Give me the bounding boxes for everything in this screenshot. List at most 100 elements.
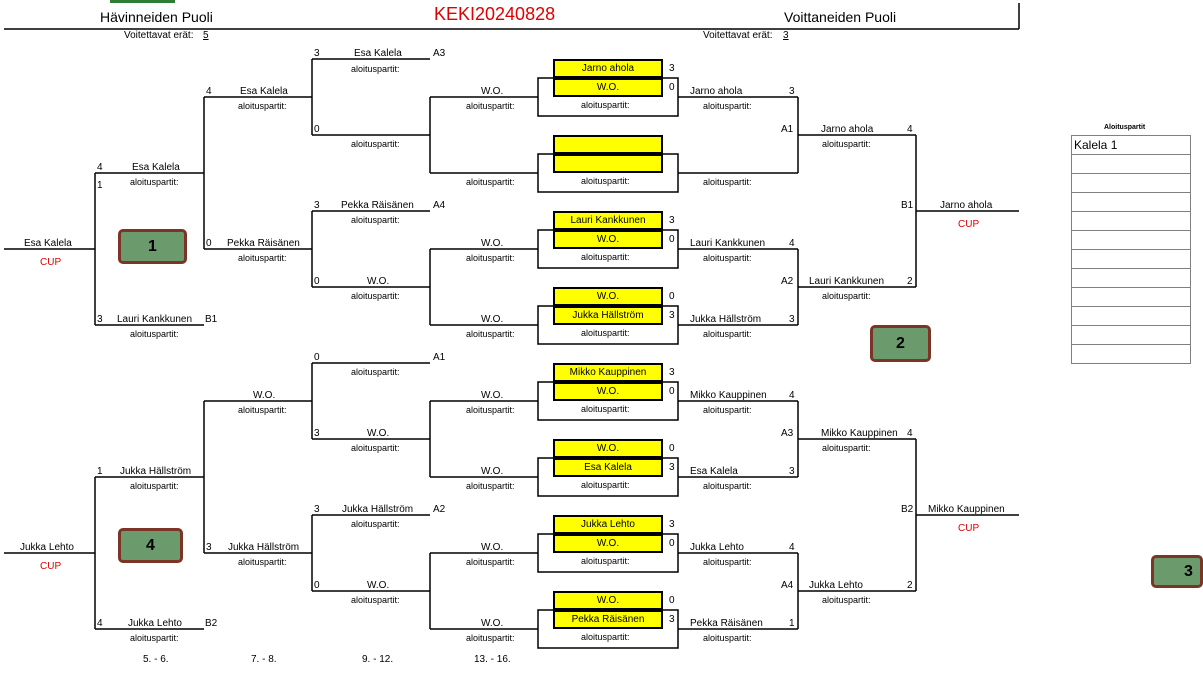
- score[interactable]: 0: [314, 352, 320, 363]
- score[interactable]: 3: [314, 504, 320, 515]
- player-name[interactable]: Jukka Hällström: [342, 504, 414, 515]
- player-name[interactable]: Jukka Hällström: [690, 314, 762, 325]
- match-player-slot[interactable]: Esa Kalela: [553, 458, 663, 477]
- match-player-slot[interactable]: Jukka Lehto: [553, 515, 663, 534]
- player-name[interactable]: W.O.: [367, 276, 390, 287]
- side-panel-row[interactable]: [1072, 288, 1190, 307]
- score[interactable]: 3: [314, 48, 320, 59]
- side-panel-row[interactable]: [1072, 193, 1190, 212]
- match-score[interactable]: 3: [669, 519, 675, 530]
- side-panel-row[interactable]: [1072, 345, 1190, 364]
- side-panel-row[interactable]: [1072, 269, 1190, 288]
- match-player-slot[interactable]: W.O.: [553, 287, 663, 306]
- score[interactable]: 0: [314, 124, 320, 135]
- player-name[interactable]: W.O.: [481, 618, 504, 629]
- losers-to-win-value[interactable]: 5: [203, 30, 209, 41]
- player-name[interactable]: Jukka Lehto: [128, 618, 182, 629]
- score[interactable]: 0: [314, 580, 320, 591]
- losers-final-top-name[interactable]: Esa Kalela: [24, 238, 72, 249]
- score[interactable]: 2: [907, 276, 913, 287]
- winners-to-win-value[interactable]: 3: [783, 30, 789, 41]
- player-name[interactable]: Jukka Lehto: [809, 580, 863, 591]
- match-player-slot[interactable]: Lauri Kankkunen: [553, 211, 663, 230]
- player-name[interactable]: Jarno ahola: [821, 124, 874, 135]
- player-name[interactable]: W.O.: [481, 314, 504, 325]
- match-score[interactable]: 0: [669, 595, 675, 606]
- table-badge-4[interactable]: 4: [118, 528, 183, 563]
- player-name[interactable]: Jarno ahola: [690, 86, 743, 97]
- match-player-slot[interactable]: W.O.: [553, 534, 663, 553]
- score[interactable]: 1: [97, 466, 103, 477]
- player-name[interactable]: Esa Kalela: [354, 48, 402, 59]
- match-score[interactable]: 0: [669, 443, 675, 454]
- table-badge-2[interactable]: 2: [870, 325, 931, 362]
- side-panel-row[interactable]: [1072, 250, 1190, 269]
- losers-final-bottom-name[interactable]: Jukka Lehto: [20, 542, 74, 553]
- player-name[interactable]: Esa Kalela: [132, 162, 180, 173]
- match-player-slot[interactable]: W.O.: [553, 591, 663, 610]
- table-badge-3[interactable]: 3: [1151, 555, 1203, 588]
- score[interactable]: 0: [206, 238, 212, 249]
- match-score[interactable]: 3: [669, 462, 675, 473]
- score[interactable]: 4: [907, 428, 913, 439]
- match-score[interactable]: 3: [669, 367, 675, 378]
- winners-final-bottom-name[interactable]: Mikko Kauppinen: [928, 504, 1005, 515]
- player-name[interactable]: W.O.: [481, 466, 504, 477]
- match-player-slot[interactable]: W.O.: [553, 439, 663, 458]
- match-score[interactable]: 3: [669, 215, 675, 226]
- match-player-slot[interactable]: W.O.: [553, 230, 663, 249]
- score[interactable]: 3: [314, 200, 320, 211]
- score[interactable]: 1: [97, 180, 103, 191]
- match-score[interactable]: 0: [669, 291, 675, 302]
- match-score[interactable]: 3: [669, 63, 675, 74]
- player-name[interactable]: W.O.: [367, 428, 390, 439]
- side-panel-row[interactable]: [1072, 326, 1190, 345]
- player-name[interactable]: W.O.: [481, 238, 504, 249]
- player-name[interactable]: Jukka Hällström: [120, 466, 192, 477]
- match-player-slot[interactable]: Mikko Kauppinen: [553, 363, 663, 382]
- match-player-slot[interactable]: [553, 154, 663, 173]
- player-name[interactable]: Mikko Kauppinen: [690, 390, 767, 401]
- score[interactable]: 1: [789, 618, 795, 629]
- score[interactable]: 4: [206, 86, 212, 97]
- side-panel-row[interactable]: [1072, 307, 1190, 326]
- player-name[interactable]: Jukka Lehto: [690, 542, 744, 553]
- player-name[interactable]: Esa Kalela: [690, 466, 738, 477]
- player-name[interactable]: W.O.: [481, 86, 504, 97]
- match-player-slot[interactable]: [553, 135, 663, 154]
- match-score[interactable]: 0: [669, 234, 675, 245]
- match-player-slot[interactable]: Jukka Hällström: [553, 306, 663, 325]
- player-name[interactable]: Lauri Kankkunen: [117, 314, 193, 325]
- score[interactable]: 3: [314, 428, 320, 439]
- score[interactable]: 4: [789, 390, 795, 401]
- side-panel-row[interactable]: [1072, 212, 1190, 231]
- player-name[interactable]: Pekka Räisänen: [341, 200, 414, 211]
- player-name[interactable]: Jukka Hällström: [228, 542, 300, 553]
- score[interactable]: 3: [789, 86, 795, 97]
- player-name[interactable]: Lauri Kankkunen: [809, 276, 885, 287]
- player-name[interactable]: Mikko Kauppinen: [821, 428, 898, 439]
- score[interactable]: 3: [97, 314, 103, 325]
- match-player-slot[interactable]: Pekka Räisänen: [553, 610, 663, 629]
- score[interactable]: 4: [789, 542, 795, 553]
- match-score[interactable]: 0: [669, 386, 675, 397]
- player-name[interactable]: Pekka Räisänen: [690, 618, 763, 629]
- score[interactable]: 0: [314, 276, 320, 287]
- score[interactable]: 3: [789, 466, 795, 477]
- match-score[interactable]: 3: [669, 614, 675, 625]
- match-player-slot[interactable]: W.O.: [553, 78, 663, 97]
- match-score[interactable]: 3: [669, 310, 675, 321]
- side-panel-row[interactable]: Kalela 1: [1072, 136, 1190, 155]
- score[interactable]: 4: [97, 162, 103, 173]
- score[interactable]: 2: [907, 580, 913, 591]
- match-score[interactable]: 0: [669, 82, 675, 93]
- match-player-slot[interactable]: W.O.: [553, 382, 663, 401]
- player-name[interactable]: W.O.: [253, 390, 276, 401]
- player-name[interactable]: W.O.: [481, 542, 504, 553]
- side-panel-row[interactable]: [1072, 231, 1190, 250]
- side-panel-row[interactable]: [1072, 174, 1190, 193]
- player-name[interactable]: Esa Kalela: [240, 86, 288, 97]
- match-score[interactable]: 0: [669, 538, 675, 549]
- score[interactable]: 4: [789, 238, 795, 249]
- match-player-slot[interactable]: Jarno ahola: [553, 59, 663, 78]
